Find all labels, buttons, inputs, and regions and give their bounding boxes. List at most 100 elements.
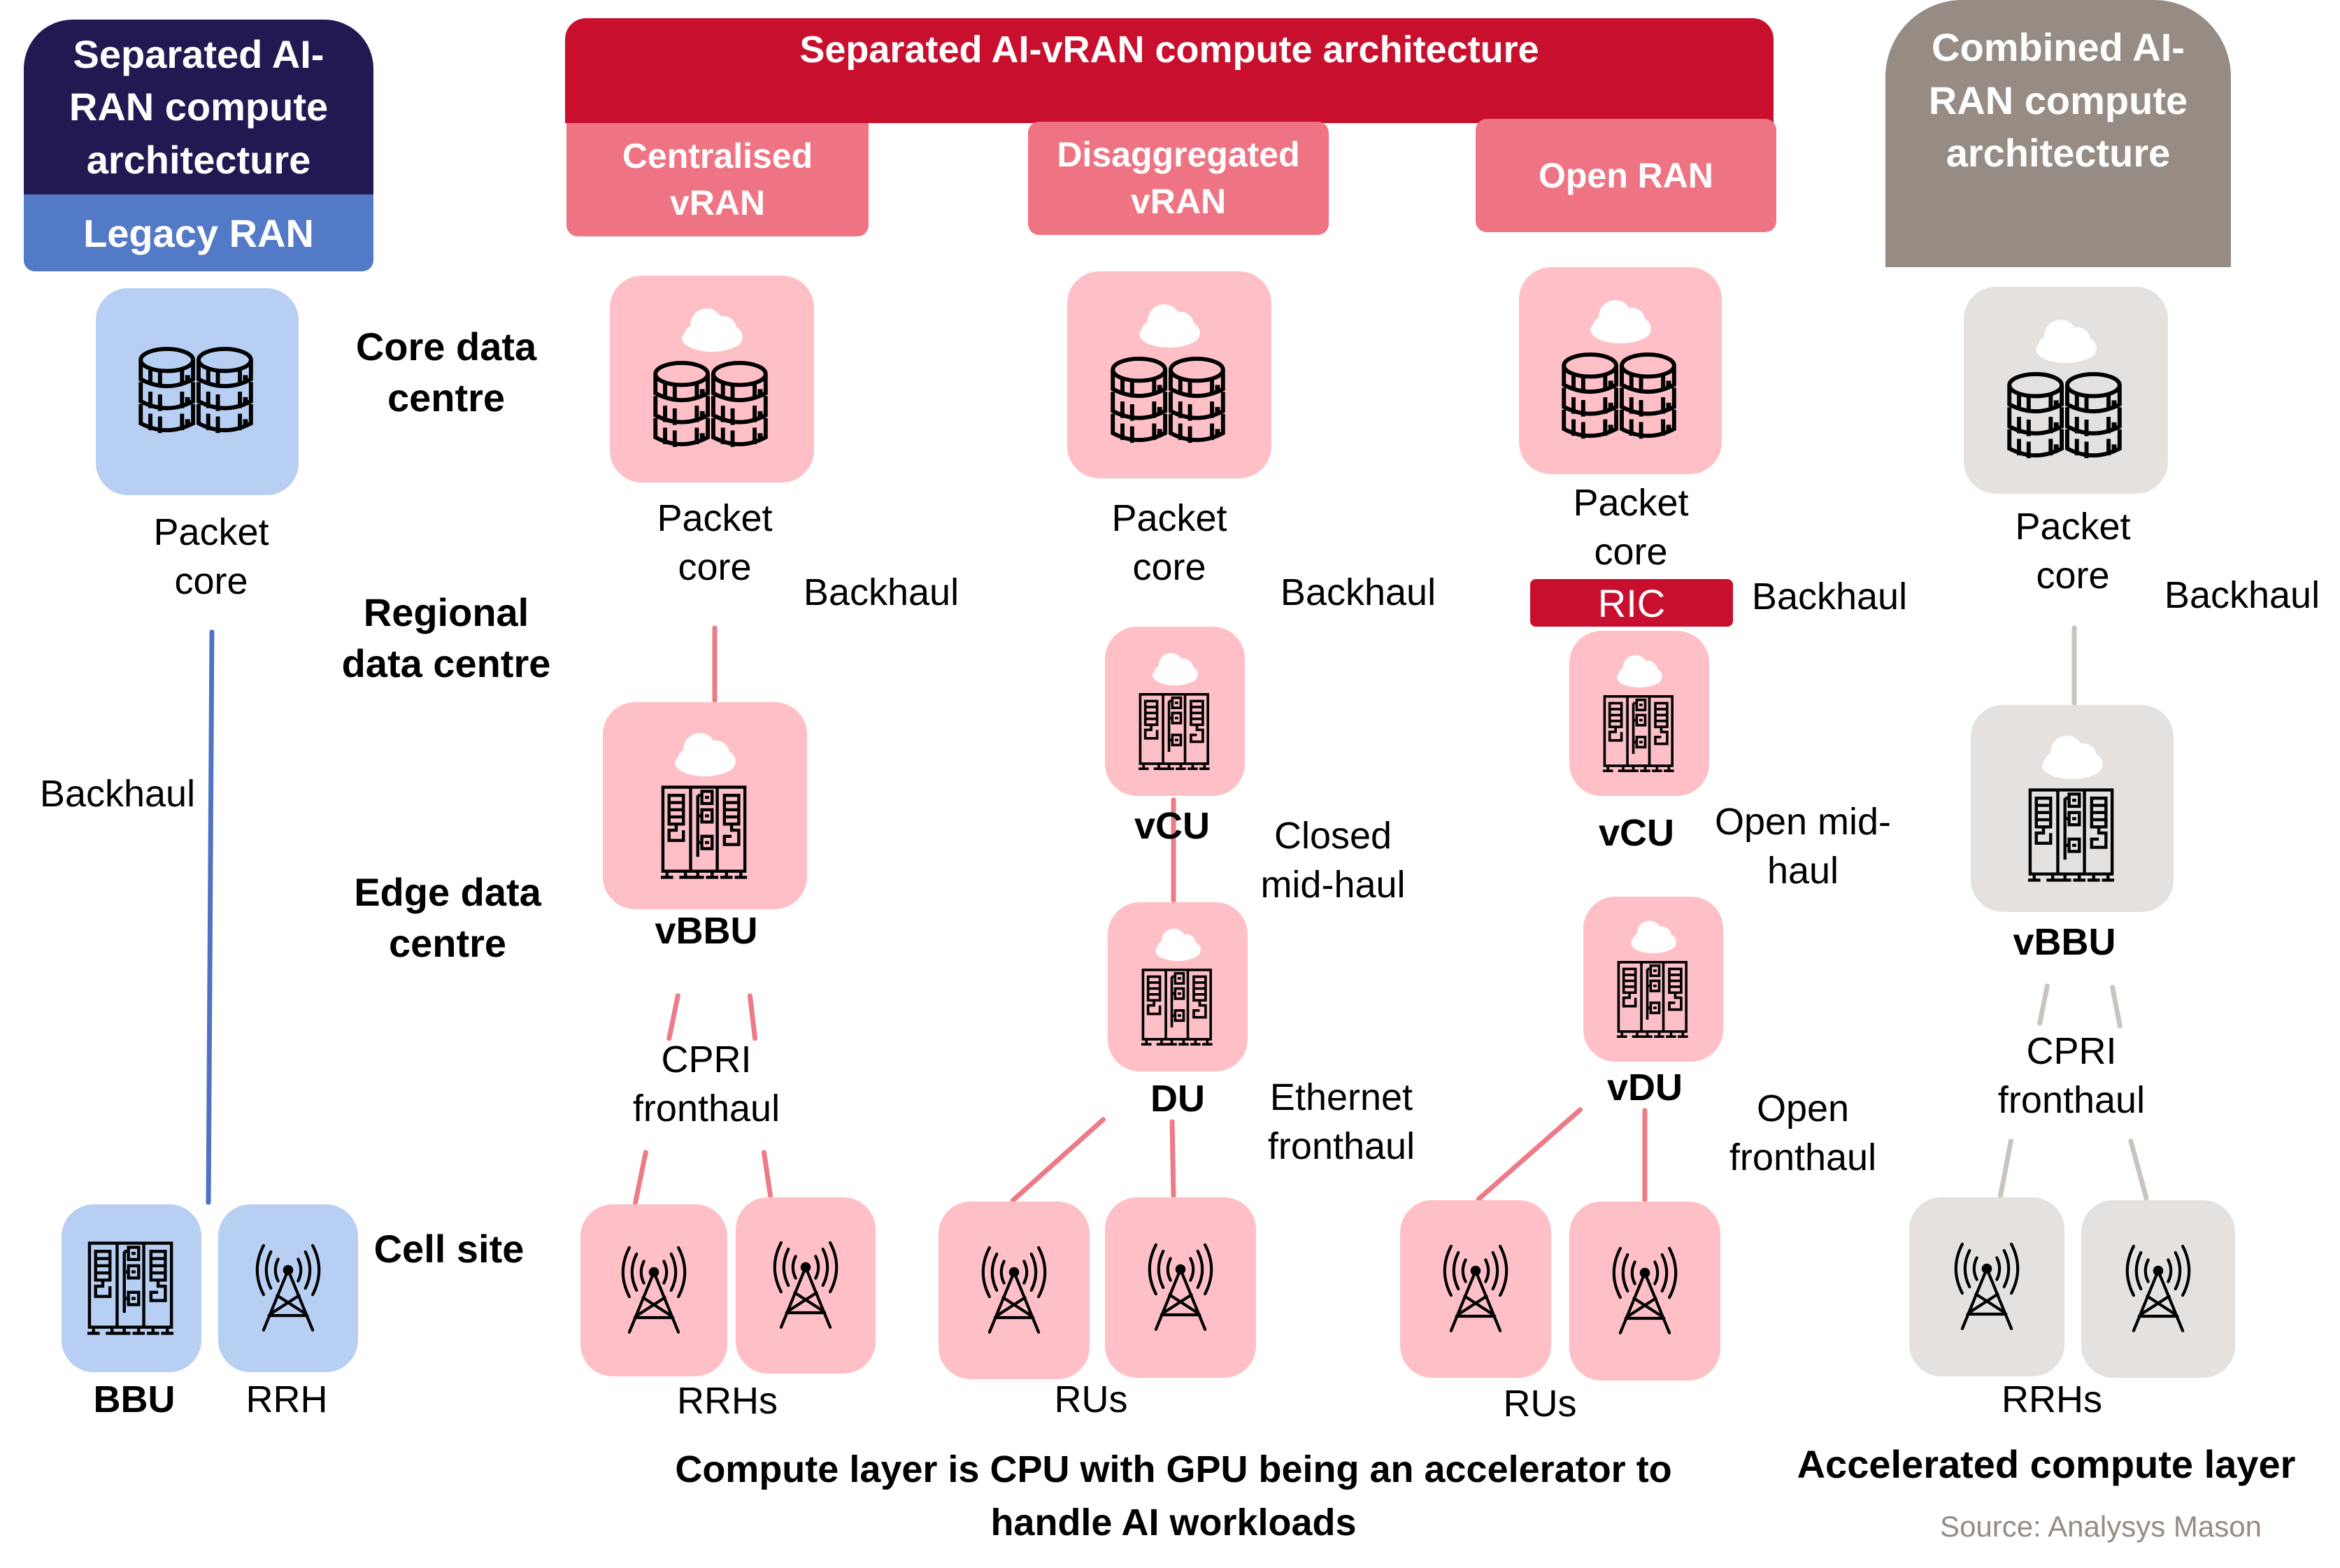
legacy-rrh-label: RRH [245, 1378, 328, 1420]
centralised-rrh-node-1[interactable] [580, 1204, 727, 1376]
open-ran-fronthaul-link-2 [1642, 1108, 1648, 1202]
centralised-fronthaul-link-2a [632, 1149, 649, 1206]
combined-fronthaul-link-1a [2036, 983, 2050, 1027]
open-ran-rus-label: RUs [1503, 1383, 1577, 1425]
legacy-backhaul-label: Backhaul [39, 773, 196, 815]
combined-architecture-title: Combined AI-RAN compute architecture [1928, 25, 2188, 176]
open-ran-ru-node-1[interactable] [1400, 1200, 1551, 1378]
legacy-ran-label: Legacy RAN [83, 211, 314, 255]
legacy-backhaul-link [206, 629, 215, 1205]
combined-fronthaul-link-1b [2109, 984, 2123, 1029]
row-label-cell: Cell site [373, 1227, 525, 1271]
cloud-icon [1139, 304, 1200, 348]
disaggregated-ru-node-1[interactable] [939, 1202, 1090, 1379]
row-label-edge: Edge data centre [354, 870, 541, 965]
disaggregated-packet-core-node[interactable] [1067, 271, 1271, 478]
legacy-ran-subheader: Legacy RAN [24, 194, 373, 271]
combined-compute-note: Accelerated compute layer [1797, 1442, 2296, 1486]
open-ran-ru-node-2[interactable] [1569, 1202, 1720, 1381]
open-ran-packet-core-label: Packet core [1573, 482, 1689, 573]
open-ran-midhaul-label: Open mid-haul [1714, 801, 1892, 892]
separated-vran-header: Separated AI-vRAN compute architecture [565, 18, 1774, 123]
legacy-rrh-node[interactable] [218, 1204, 358, 1372]
disaggregated-packet-core-label: Packet core [1111, 497, 1227, 589]
server-rack-icon [1139, 692, 1211, 771]
disaggregated-midhaul-label: Closed mid-haul [1260, 815, 1406, 906]
server-rack-icon [87, 1241, 176, 1336]
open-ran-fronthaul-link-1 [1475, 1106, 1584, 1203]
cell-tower-icon [764, 1240, 848, 1331]
server-rack-icon [1603, 694, 1676, 773]
centralised-vbbu-label: vBBU [655, 910, 758, 952]
database-icon [1561, 352, 1680, 443]
open-ran-label: Open RAN [1539, 156, 1713, 195]
database-icon [1110, 356, 1229, 447]
centralised-rrh-node-2[interactable] [736, 1197, 876, 1374]
combined-backhaul-link [2071, 625, 2077, 706]
combined-rrh-node-2[interactable] [2081, 1200, 2235, 1378]
disaggregated-du-node[interactable] [1108, 902, 1248, 1071]
legacy-bbu-label: BBU [93, 1378, 176, 1420]
open-ran-fronthaul-label: Open fronthaul [1729, 1088, 1877, 1179]
cloud-icon [1155, 928, 1201, 961]
server-rack-icon [661, 785, 749, 880]
cloud-icon [1153, 653, 1198, 685]
cloud-icon [2036, 320, 2097, 363]
cell-tower-icon [612, 1245, 696, 1336]
database-icon [2006, 371, 2125, 462]
centralised-fronthaul-label: CPRI fronthaul [632, 1039, 780, 1130]
database-icon [652, 360, 771, 451]
open-ran-vcu-label: vCU [1598, 812, 1675, 854]
legacy-bbu-node[interactable] [62, 1204, 201, 1372]
cloud-icon [675, 733, 736, 776]
server-rack-icon [2028, 787, 2116, 883]
disaggregated-rus-label: RUs [1054, 1378, 1128, 1420]
cell-tower-icon [1603, 1246, 1687, 1337]
row-label-core: Core data centre [355, 325, 537, 420]
database-icon [138, 346, 257, 437]
ric-label: RIC [1597, 580, 1666, 625]
ric-box[interactable]: RIC [1530, 579, 1733, 627]
disaggregated-vcu-node[interactable] [1105, 627, 1245, 796]
combined-fronthaul-link-2b [2127, 1138, 2150, 1202]
separated-compute-note: Compute layer is CPU with GPU being an a… [675, 1448, 1672, 1544]
cloud-icon [2042, 736, 2103, 779]
open-ran-subheader: Open RAN [1476, 119, 1776, 232]
server-rack-icon [1617, 960, 1690, 1039]
centralised-backhaul-label: Backhaul [803, 571, 959, 613]
disaggregated-vcu-label: vCU [1134, 805, 1211, 847]
legacy-packet-core-label: Packet core [153, 511, 269, 603]
centralised-fronthaul-link-2b [761, 1149, 773, 1198]
legacy-packet-core-node[interactable] [96, 288, 299, 495]
cell-tower-icon [1434, 1243, 1518, 1334]
combined-fronthaul-link-2a [1997, 1138, 2014, 1199]
cell-tower-icon [246, 1243, 330, 1334]
cell-tower-icon [1945, 1241, 2029, 1332]
cloud-icon [1631, 920, 1676, 953]
centralised-packet-core-node[interactable] [610, 276, 814, 483]
combined-vbbu-label: vBBU [2013, 921, 2116, 963]
disaggregated-ru-node-2[interactable] [1105, 1197, 1256, 1378]
open-ran-vcu-node[interactable] [1569, 631, 1709, 796]
cell-tower-icon [1139, 1242, 1222, 1333]
server-rack-icon [1141, 968, 1214, 1046]
combined-backhaul-label: Backhaul [2164, 574, 2320, 616]
combined-rrhs-label: RRHs [2002, 1378, 2102, 1420]
centralised-vran-label: Centralised vRAN [622, 136, 813, 223]
disaggregated-fronthaul-label: Ethernet fronthaul [1267, 1076, 1415, 1168]
centralised-packet-core-label: Packet core [657, 497, 773, 589]
combined-vbbu-node[interactable] [1971, 705, 2174, 912]
disaggregated-backhaul-label: Backhaul [1280, 571, 1436, 613]
cloud-icon [682, 308, 743, 352]
cell-tower-icon [2116, 1243, 2200, 1334]
open-ran-vdu-node[interactable] [1583, 897, 1723, 1062]
disaggregated-vran-label: Disaggregated vRAN [1057, 134, 1300, 222]
combined-rrh-node-1[interactable] [1909, 1197, 2064, 1376]
combined-packet-core-node[interactable] [1964, 287, 2168, 494]
cell-tower-icon [972, 1245, 1056, 1336]
open-ran-packet-core-node[interactable] [1519, 267, 1722, 474]
centralised-vbbu-node[interactable] [603, 702, 807, 909]
centralised-fronthaul-link-1a [666, 992, 681, 1042]
centralised-vran-subheader: Centralised vRAN [566, 123, 869, 236]
cloud-icon [1590, 300, 1651, 343]
